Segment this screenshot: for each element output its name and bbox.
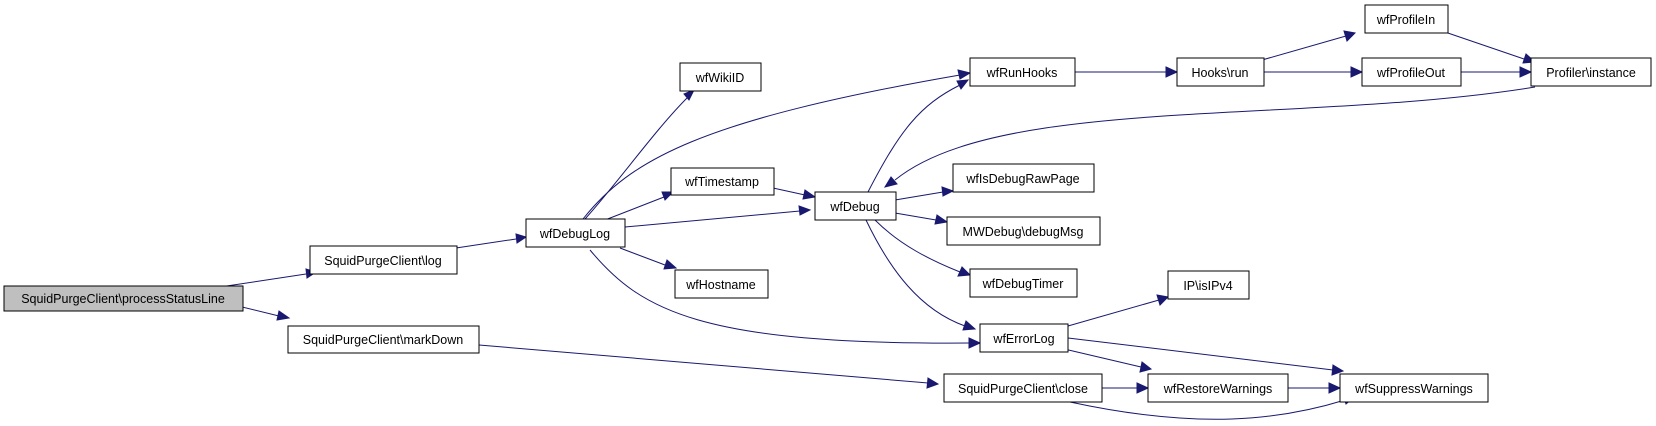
edge-profilerInstance-wfDebug bbox=[883, 86, 1536, 188]
node-label: Hooks\run bbox=[1192, 66, 1249, 80]
edge-wfDebug-wfIsDebugRawPage bbox=[894, 186, 955, 201]
node-label: wfErrorLog bbox=[992, 332, 1054, 346]
node-processStatusLine[interactable]: SquidPurgeClient\processStatusLine bbox=[3, 285, 244, 312]
edge-wfRunHooks-hooksRun bbox=[1075, 66, 1179, 78]
node-wfTimestamp[interactable]: wfTimestamp bbox=[670, 167, 775, 196]
edge-wfErrorLog-isIPv4 bbox=[1067, 294, 1170, 327]
node-wfProfileOut[interactable]: wfProfileOut bbox=[1361, 57, 1462, 87]
node-label: wfWikiID bbox=[695, 71, 745, 85]
node-close[interactable]: SquidPurgeClient\close bbox=[943, 373, 1103, 403]
node-label: wfDebugLog bbox=[539, 227, 610, 241]
node-label: SquidPurgeClient\close bbox=[958, 382, 1088, 396]
node-isIPv4[interactable]: IP\isIPv4 bbox=[1167, 270, 1250, 300]
node-label: wfHostname bbox=[685, 278, 756, 292]
edge-wfDebugLog-wfHostname bbox=[619, 247, 678, 270]
node-label: wfRestoreWarnings bbox=[1163, 382, 1273, 396]
node-wfSuppressWarnings[interactable]: wfSuppressWarnings bbox=[1339, 373, 1489, 403]
node-label: Profiler\instance bbox=[1546, 66, 1636, 80]
edge-wfDebug-debugMsg bbox=[894, 212, 949, 225]
edge-wfProfileOut-profilerInstance bbox=[1460, 66, 1533, 78]
edge-close-wfRestoreWarnings bbox=[1101, 382, 1150, 394]
node-wfRestoreWarnings[interactable]: wfRestoreWarnings bbox=[1147, 373, 1289, 403]
node-profilerInstance[interactable]: Profiler\instance bbox=[1530, 57, 1652, 87]
node-wfDebug[interactable]: wfDebug bbox=[814, 191, 897, 221]
node-wfIsDebugRawPage[interactable]: wfIsDebugRawPage bbox=[952, 163, 1095, 193]
edge-wfDebug-wfDebugTimer bbox=[874, 219, 972, 277]
edge-log-wfDebugLog bbox=[455, 233, 528, 249]
node-label: wfRunHooks bbox=[986, 66, 1058, 80]
node-markDown[interactable]: SquidPurgeClient\markDown bbox=[287, 325, 480, 354]
node-log[interactable]: SquidPurgeClient\log bbox=[309, 245, 458, 275]
node-label: wfDebugTimer bbox=[982, 277, 1064, 291]
node-label: SquidPurgeClient\markDown bbox=[303, 333, 464, 347]
edge-wfDebug-wfRunHooks bbox=[867, 79, 970, 193]
node-hooksRun[interactable]: Hooks\run bbox=[1176, 57, 1265, 87]
node-label: wfProfileOut bbox=[1376, 66, 1446, 80]
node-debugMsg[interactable]: MWDebug\debugMsg bbox=[946, 216, 1101, 246]
node-wfDebugTimer[interactable]: wfDebugTimer bbox=[969, 268, 1078, 298]
edge-wfDebugLog-wfRunHooks bbox=[582, 69, 972, 220]
edge-wfDebugLog-wfDebug bbox=[624, 205, 812, 228]
node-label: wfSuppressWarnings bbox=[1354, 382, 1473, 396]
node-label: SquidPurgeClient\processStatusLine bbox=[21, 292, 225, 306]
edge-wfTimestamp-wfDebug bbox=[772, 187, 817, 200]
edge-wfErrorLog-wfSuppressWarnings bbox=[1067, 337, 1345, 376]
edge-wfErrorLog-wfRestoreWarnings bbox=[1059, 347, 1153, 373]
node-label: IP\isIPv4 bbox=[1183, 279, 1232, 293]
edge-wfDebugLog-wfTimestamp bbox=[604, 191, 675, 221]
node-wfHostname[interactable]: wfHostname bbox=[674, 269, 769, 299]
edge-wfDebug-wfErrorLog bbox=[865, 219, 977, 331]
node-label: wfIsDebugRawPage bbox=[965, 172, 1079, 186]
node-label: wfDebug bbox=[829, 200, 879, 214]
node-label: SquidPurgeClient\log bbox=[324, 254, 441, 268]
node-wfErrorLog[interactable]: wfErrorLog bbox=[979, 323, 1069, 353]
edge-processStatusLine-log bbox=[219, 268, 318, 288]
edge-wfRestoreWarnings-wfSuppressWarnings bbox=[1288, 382, 1342, 394]
node-wfWikiID[interactable]: wfWikiID bbox=[679, 62, 762, 92]
edge-wfDebugLog-wfWikiID bbox=[584, 89, 696, 220]
node-wfRunHooks[interactable]: wfRunHooks bbox=[969, 57, 1076, 87]
node-wfDebugLog[interactable]: wfDebugLog bbox=[525, 218, 626, 248]
edge-markDown-close bbox=[478, 344, 940, 389]
node-label: MWDebug\debugMsg bbox=[963, 225, 1084, 239]
node-label: wfTimestamp bbox=[684, 175, 759, 189]
node-label: wfProfileIn bbox=[1376, 13, 1435, 27]
edge-hooksRun-wfProfileIn bbox=[1254, 30, 1357, 63]
edge-wfDebugLog-wfErrorLog bbox=[589, 249, 982, 349]
edge-hooksRun-wfProfileOut bbox=[1264, 66, 1364, 78]
node-wfProfileIn[interactable]: wfProfileIn bbox=[1364, 4, 1449, 34]
